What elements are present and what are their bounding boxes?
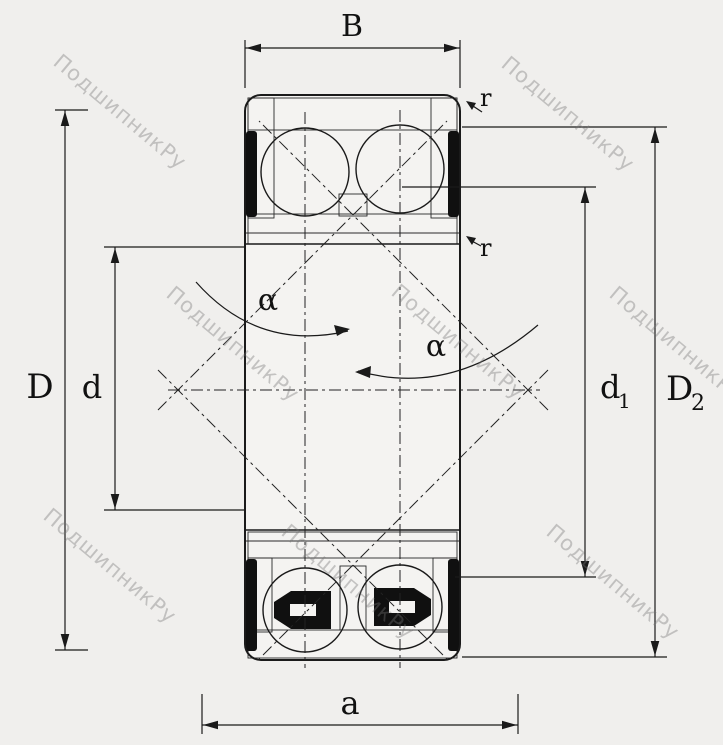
dimensions: B r r D d [26, 9, 705, 734]
contact-line-down-right [157, 369, 448, 660]
arrowhead-b-right-icon [444, 43, 459, 53]
dim-label-d2-base: D [666, 369, 693, 409]
contact-line-up-left [258, 120, 549, 411]
hatch-inner-ring-bottom-band [247, 531, 458, 559]
dim-label-d2-subscript: 2 [691, 391, 705, 416]
alpha-arc-left-arrowhead-icon [334, 325, 350, 336]
dimension-r-inner: r [466, 234, 492, 262]
arrowhead-r-top-icon [466, 101, 476, 110]
dim-label-d1-base: d [600, 368, 620, 406]
contact-angle-right-label: α [426, 329, 446, 364]
dimension-B: B [244, 9, 461, 88]
bearing-outline [244, 94, 461, 661]
alpha-arc-left [195, 281, 349, 337]
alpha-arc-right [357, 324, 539, 379]
contact-angle-annotations: α α [195, 281, 539, 379]
arrowhead-r-inner-icon [466, 236, 476, 245]
dim-label-corner-r-top: r [480, 84, 492, 112]
centerlines [157, 110, 549, 668]
dim-label-outer-diameter: D [26, 367, 53, 407]
arrowhead-d2-bottom-icon [650, 641, 660, 656]
dimension-d: d [82, 246, 245, 511]
dim-label-corner-r-inner: r [480, 234, 492, 262]
seal-top-left [246, 131, 257, 217]
seal-bottom-left [246, 559, 257, 651]
contact-line-down-left [258, 369, 549, 660]
dimension-r-top: r [466, 84, 492, 113]
seal-slot-bottom-left [290, 604, 316, 616]
hatch-top-center-rib [338, 193, 368, 217]
dim-label-bore-diameter: d [82, 368, 102, 406]
bearing-body [245, 95, 460, 660]
alpha-arc-right-arrowhead-icon [355, 366, 371, 378]
arrowhead-a-left-icon [203, 720, 218, 730]
seal-top-right [448, 131, 459, 217]
dimension-D: D [26, 109, 88, 651]
arrowhead-d-outer-bottom-icon [60, 634, 70, 649]
contact-line-up-right [157, 120, 448, 411]
dimension-a: a [201, 684, 519, 734]
arrowhead-a-right-icon [502, 720, 517, 730]
arrowhead-b-left-icon [246, 43, 261, 53]
seal-slot-bottom-right [389, 601, 415, 613]
dimension-D2: D 2 [462, 126, 705, 658]
arrowhead-d2-top-icon [650, 128, 660, 143]
dim-label-pressure-center-distance: a [340, 684, 359, 722]
arrowhead-bore-top-icon [110, 248, 120, 263]
dim-label-d1-subscript: 1 [618, 389, 631, 413]
contact-angle-left-label: α [258, 283, 278, 318]
dim-label-width-b: B [341, 9, 363, 44]
seal-bottom-right [448, 559, 459, 651]
arrowhead-bore-bottom-icon [110, 494, 120, 509]
arrowhead-d1-bottom-icon [580, 561, 590, 576]
arrowhead-d-outer-top-icon [60, 111, 70, 126]
arrowhead-d1-top-icon [580, 188, 590, 203]
dimension-d1: d 1 [402, 186, 631, 578]
